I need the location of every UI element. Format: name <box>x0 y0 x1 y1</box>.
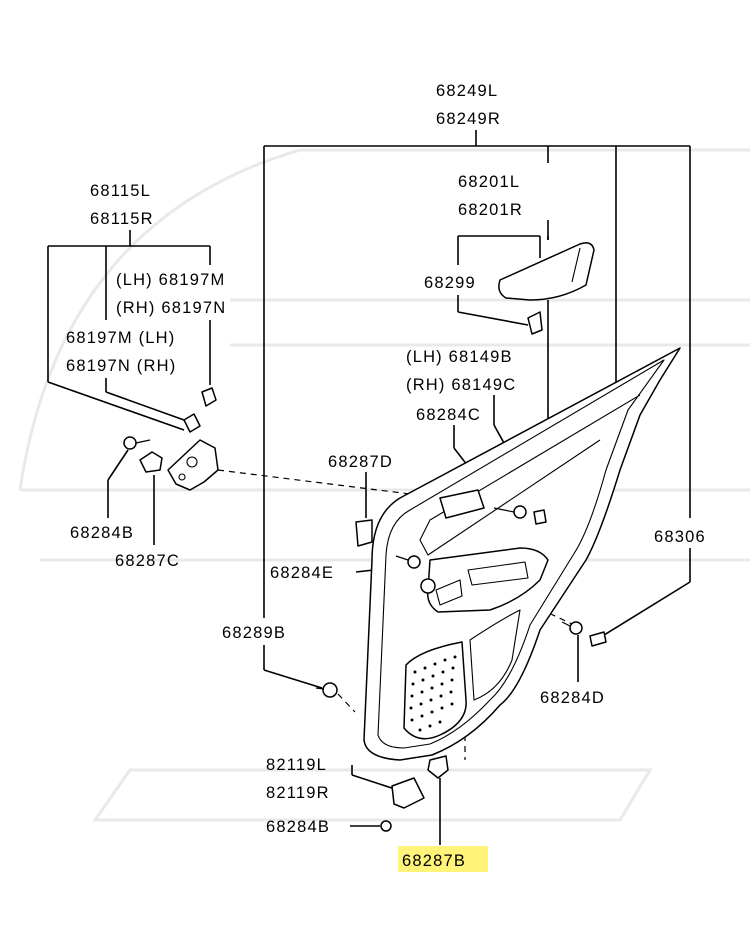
label-lh-68149B: (LH) 68149B <box>406 348 513 366</box>
label-68287D: 68287D <box>328 453 393 471</box>
label-68197N-rh: 68197N (RH) <box>66 357 176 375</box>
label-68249R: 68249R <box>436 110 501 128</box>
label-68201R: 68201R <box>458 201 523 219</box>
label-68201L: 68201L <box>458 173 520 191</box>
label-68197M-lh: 68197M (LH) <box>66 329 176 347</box>
highlight-box <box>398 846 488 872</box>
label-68284C: 68284C <box>416 406 481 424</box>
label-68284D: 68284D <box>540 689 605 707</box>
label-68115R: 68115R <box>90 210 154 228</box>
label-68284B-bottom: 68284B <box>266 818 330 836</box>
label-82119L: 82119L <box>266 756 327 774</box>
clip-parts <box>183 387 607 832</box>
label-68306: 68306 <box>654 528 706 546</box>
inner-handle-assembly <box>123 436 219 491</box>
label-rh-68197N: (RH) 68197N <box>116 299 226 317</box>
label-rh-68149C: (RH) 68149C <box>406 376 516 394</box>
label-68289B: 68289B <box>222 624 286 642</box>
armrest-cover-part <box>498 242 595 335</box>
label-68115L: 68115L <box>90 182 151 200</box>
label-68287B-highlighted: 68287B <box>402 852 466 870</box>
label-68284B-left: 68284B <box>70 524 134 542</box>
label-68287C: 68287C <box>115 552 180 570</box>
door-trim-panel <box>363 347 681 761</box>
label-68299: 68299 <box>424 274 476 292</box>
label-lh-68197M: (LH) 68197M <box>116 271 226 289</box>
part-labels: 68249L 68249R 68201L 68201R 68299 68115L… <box>66 82 706 872</box>
label-68284E: 68284E <box>270 564 334 582</box>
label-82119R: 82119R <box>266 784 330 802</box>
label-68249L: 68249L <box>436 82 498 100</box>
speaker-grille-pattern <box>409 655 457 732</box>
